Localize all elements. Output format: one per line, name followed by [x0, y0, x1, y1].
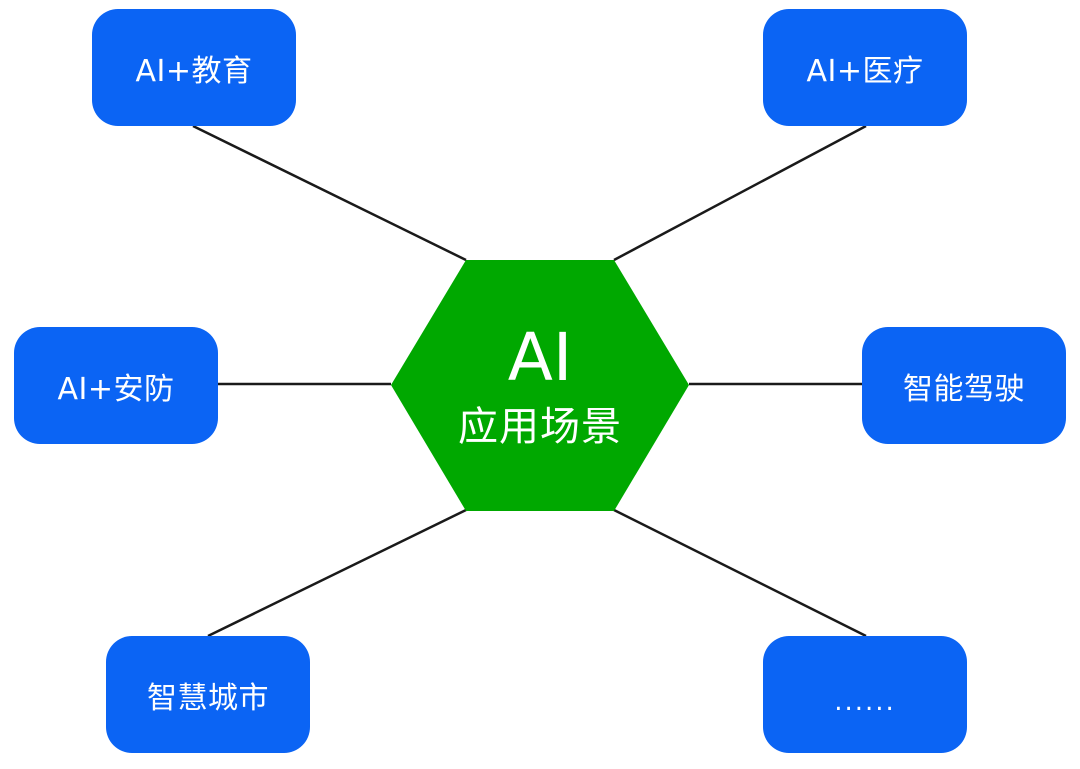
node-label: AI+教育: [135, 53, 253, 89]
node-label: 智慧城市: [147, 680, 269, 716]
center-title: AI: [507, 318, 573, 396]
center-subtitle: 应用场景: [458, 403, 622, 450]
connector-more: [613, 508, 867, 638]
node-label: ......: [834, 686, 896, 717]
node-smart-driving: 智能驾驶: [862, 327, 1066, 444]
node-ai-medical: AI+医疗: [763, 9, 967, 126]
node-label: 智能驾驶: [903, 371, 1025, 407]
node-ai-education: AI+教育: [92, 9, 296, 126]
connector-edu: [192, 124, 467, 262]
hexagon-shape: [391, 260, 689, 511]
connector-city: [207, 508, 467, 638]
node-label: AI+医疗: [806, 53, 924, 89]
node-more: ......: [763, 636, 967, 753]
node-ai-security: AI+安防: [14, 327, 218, 444]
node-label: AI+安防: [57, 371, 175, 407]
connector-medical: [613, 124, 867, 262]
node-smart-city: 智慧城市: [106, 636, 310, 753]
center-hexagon: AI 应用场景: [391, 260, 689, 511]
